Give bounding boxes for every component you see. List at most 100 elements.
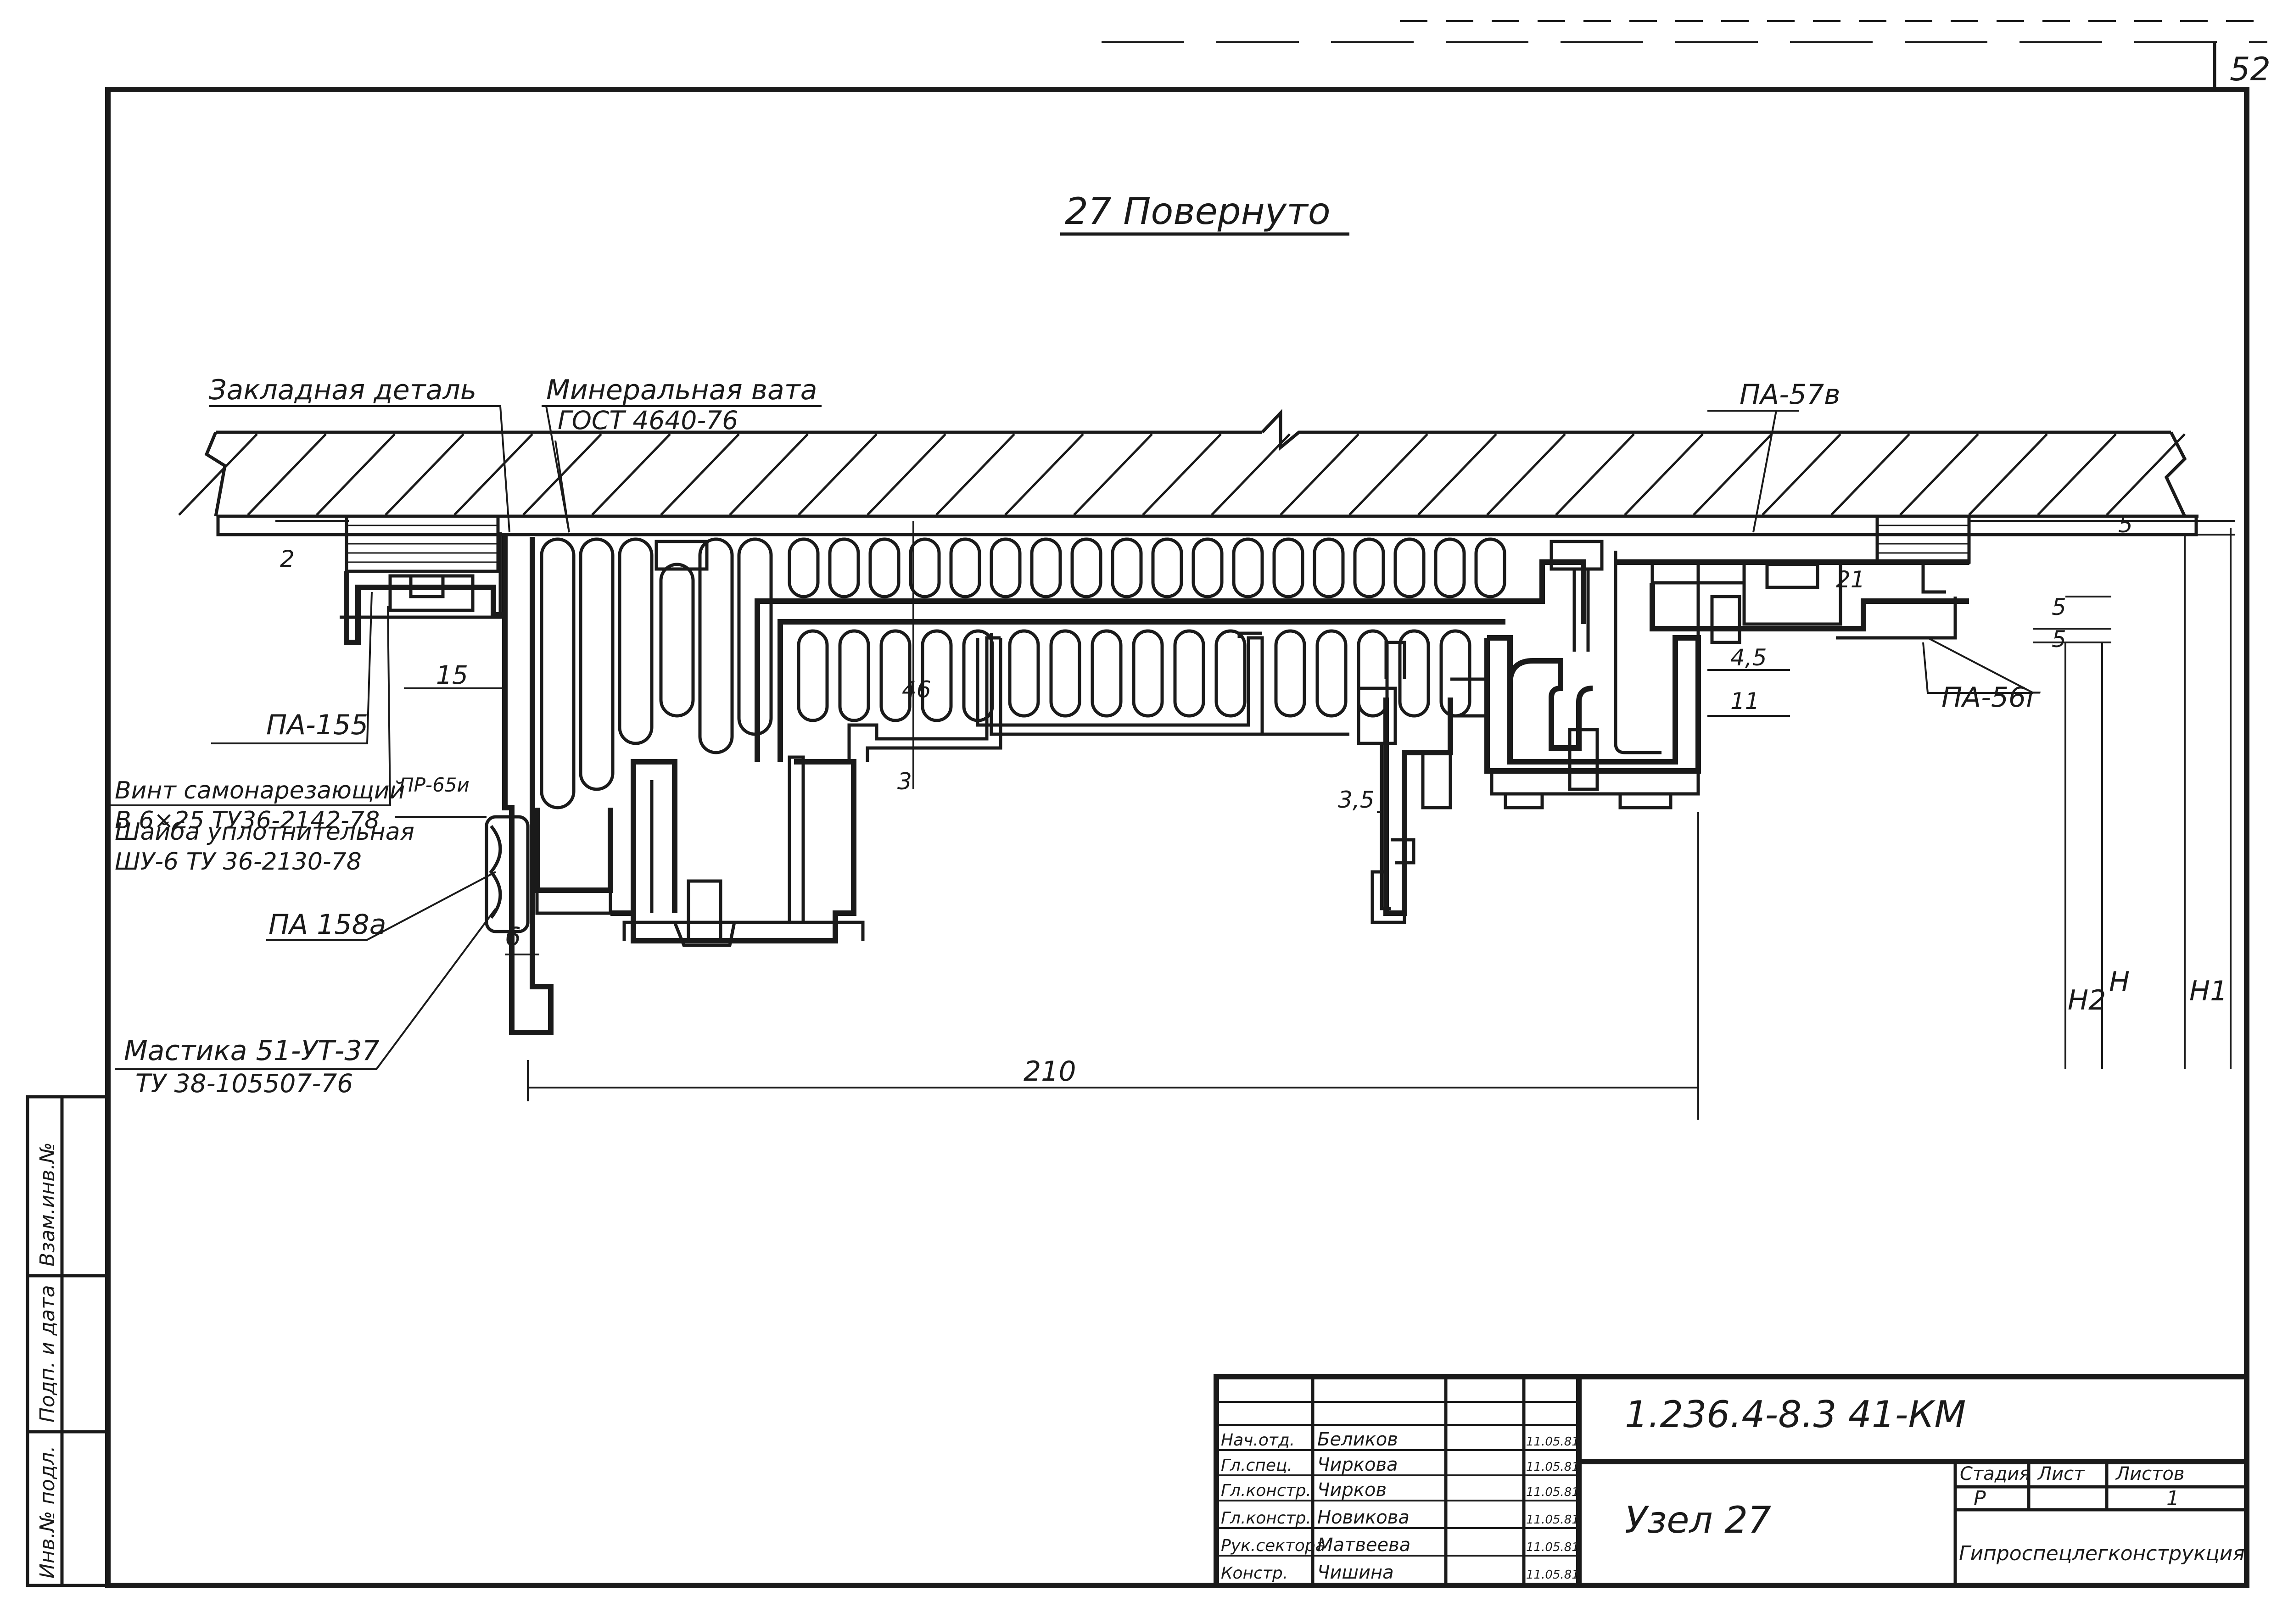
dim-5-mid: 5 bbox=[2052, 594, 2066, 620]
wool-fold bbox=[1272, 537, 1304, 598]
hatch-line bbox=[1280, 433, 1359, 516]
sheet-frame bbox=[105, 20, 2267, 1588]
drawing-title: 27 Повернуто bbox=[1065, 190, 1331, 233]
label-mastic-line1: Мастика 51-УТ-37 bbox=[124, 1035, 380, 1067]
sig-role: Гл.констр. bbox=[1221, 1509, 1311, 1528]
label-screw-line2: В 6×25 ТУ36-2142-78 bbox=[115, 807, 380, 834]
wool-fold bbox=[1353, 537, 1385, 598]
side-stamp bbox=[26, 1095, 110, 1587]
sig-role: Гл.констр. bbox=[1221, 1481, 1311, 1500]
wool-fold bbox=[1474, 537, 1506, 598]
sig-role: Нач.отд. bbox=[1221, 1431, 1295, 1450]
wool-fold bbox=[1049, 629, 1081, 718]
dim-5-top: 5 bbox=[2118, 511, 2133, 538]
hatch-line bbox=[1968, 433, 2048, 516]
hatch-line bbox=[1555, 433, 1635, 516]
label-pa158a: ПА 158а bbox=[269, 909, 386, 941]
hatch-line bbox=[2106, 433, 2186, 516]
hatch-line bbox=[660, 433, 740, 516]
label-washer-line2: ШУ-6 ТУ 36-2130-78 bbox=[115, 848, 362, 876]
hatch-line bbox=[1899, 433, 1979, 516]
title-block bbox=[1214, 1374, 2249, 1588]
sheets-value: 1 bbox=[2166, 1487, 2179, 1510]
drawing-code: 1.236.4-8.3 41-КМ bbox=[1625, 1393, 1966, 1436]
hatch-line bbox=[178, 433, 258, 516]
left-bottom-profile bbox=[534, 755, 865, 947]
stage-value: Р bbox=[1974, 1487, 1986, 1510]
sig-date: 11.05.81 bbox=[1526, 1435, 1579, 1449]
mineral-wool-fill bbox=[540, 537, 1506, 809]
hatch-line bbox=[1211, 433, 1291, 516]
label-embedded-part: Закладная деталь bbox=[209, 374, 476, 406]
label-mastic-line2: ТУ 38-105507-76 bbox=[135, 1069, 353, 1098]
sheets-header: Листов bbox=[2115, 1463, 2184, 1484]
sig-name: Чирков bbox=[1317, 1479, 1387, 1501]
label-washer-line1: Шайба уплотнительная bbox=[115, 818, 414, 846]
label-mineral-wool: Минеральная вата bbox=[546, 374, 817, 406]
organization: Гипроспецлегконструкция bbox=[1959, 1542, 2245, 1565]
hatch-line bbox=[2037, 433, 2117, 516]
wool-fold bbox=[1357, 629, 1389, 718]
sig-role: Рук.сектора bbox=[1221, 1536, 1326, 1555]
wool-fold bbox=[990, 537, 1022, 598]
wool-fold bbox=[1232, 537, 1264, 598]
sig-name: Новикова bbox=[1317, 1507, 1410, 1528]
sig-date: 11.05.81 bbox=[1526, 1568, 1579, 1582]
sheet-number: 52 bbox=[2230, 50, 2271, 88]
hatch-line bbox=[1830, 433, 1910, 516]
hatch-line bbox=[729, 433, 809, 516]
wool-fold bbox=[1070, 537, 1102, 598]
hatch-line bbox=[316, 433, 396, 516]
label-pa57v: ПА-57в bbox=[1740, 379, 1840, 411]
wool-fold bbox=[1439, 629, 1471, 718]
hatch-line bbox=[1693, 433, 1773, 516]
wool-fold bbox=[1315, 629, 1348, 718]
sig-name: Чишина bbox=[1317, 1562, 1394, 1583]
dim-H: H bbox=[2109, 966, 2130, 998]
wool-fold bbox=[1192, 537, 1224, 598]
sig-name: Матвеева bbox=[1317, 1535, 1410, 1556]
plate-bolts bbox=[655, 540, 1604, 652]
hatch-line bbox=[867, 433, 946, 516]
hatch-line bbox=[385, 433, 464, 516]
node-name: Узел 27 bbox=[1625, 1499, 1771, 1541]
hatch-line bbox=[522, 433, 602, 516]
hatch-line bbox=[1142, 433, 1222, 516]
hatch-line bbox=[453, 433, 533, 516]
dim-H1: H1 bbox=[2189, 975, 2227, 1007]
wool-fold bbox=[879, 629, 912, 722]
wool-fold bbox=[1313, 537, 1345, 598]
right-vertical-lip bbox=[1380, 743, 1415, 910]
right-embedded-part bbox=[1616, 514, 1971, 644]
label-mineral-wool-gost: ГОСТ 4640-76 bbox=[558, 406, 738, 435]
dimension-lines bbox=[275, 519, 2235, 1120]
wool-fold bbox=[838, 629, 870, 722]
hatch-line bbox=[798, 433, 878, 516]
sig-date: 11.05.81 bbox=[1526, 1485, 1579, 1499]
dim-210: 210 bbox=[1024, 1055, 1076, 1088]
wool-fold bbox=[540, 537, 576, 809]
label-screw-line1: Винт самонарезающий bbox=[115, 777, 405, 804]
label-pa56g: ПА-56г bbox=[1941, 681, 2041, 714]
hatch-line bbox=[1486, 433, 1566, 516]
wool-fold bbox=[659, 563, 695, 718]
label-pa155: ПА-155 bbox=[266, 709, 368, 741]
wool-fold bbox=[1151, 537, 1183, 598]
wool-fold bbox=[737, 537, 773, 736]
wool-fold bbox=[868, 537, 901, 598]
embedded-plate bbox=[216, 514, 2198, 536]
wool-fold bbox=[1434, 537, 1466, 598]
dim-4-5: 4,5 bbox=[1730, 644, 1767, 671]
sig-date: 11.05.81 bbox=[1526, 1540, 1579, 1554]
wool-fold bbox=[788, 537, 820, 598]
wool-fold bbox=[1132, 629, 1164, 718]
hatch-line bbox=[1624, 433, 1704, 516]
stage-header: Стадия bbox=[1960, 1463, 2030, 1484]
sig-role: Гл.спец. bbox=[1221, 1456, 1292, 1475]
hatch-line bbox=[1348, 433, 1428, 516]
wool-fold bbox=[579, 537, 615, 791]
stamp-vzam-inv: Взам.инв.№ bbox=[36, 1142, 59, 1267]
wool-fold bbox=[618, 537, 654, 745]
hatch-line bbox=[591, 433, 671, 516]
